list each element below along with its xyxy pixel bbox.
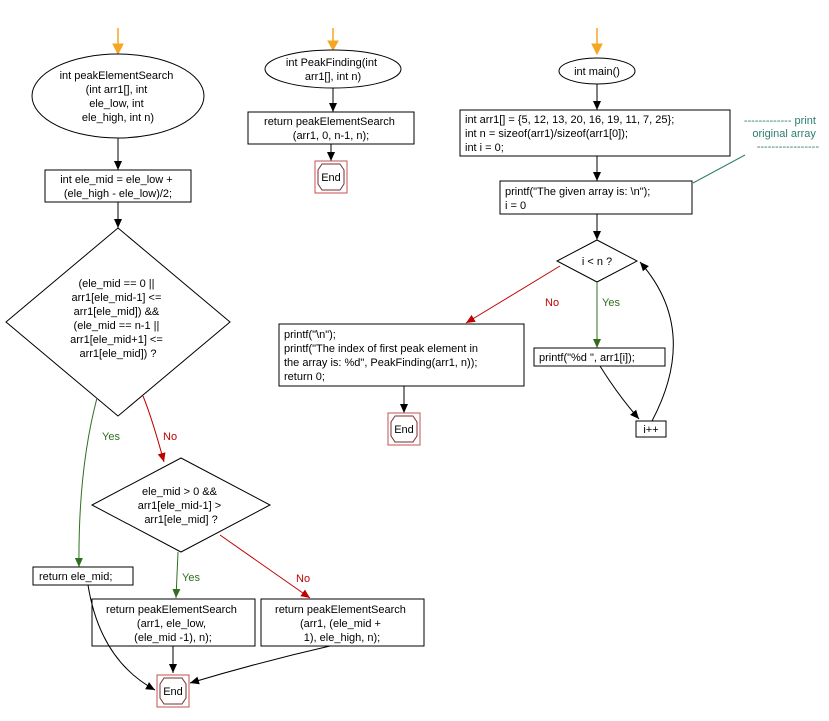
return-low-text: return peakElementSearch (arr1, ele_low,… xyxy=(106,604,240,644)
print-elem-text: printf("%d ", arr1[i]); xyxy=(539,352,635,364)
edge-print-elem-to-incr xyxy=(599,365,640,420)
cond2-yes-label: Yes xyxy=(182,572,200,584)
edge-cond1-no xyxy=(142,395,166,463)
print-original-array-note: ------------- print original array -----… xyxy=(744,115,819,153)
peak-return-text: return peakElementSearch (arr1, 0, n-1, … xyxy=(264,116,398,142)
return-high-box xyxy=(260,598,425,647)
cond1-text: (ele_mid == 0 || arr1[ele_mid-1] <= arr1… xyxy=(70,278,166,360)
cond2-text: ele_mid > 0 && arr1[ele_mid-1] > arr1[el… xyxy=(138,486,225,526)
start-arrow-middle xyxy=(327,28,339,52)
mid-calc-box xyxy=(44,169,192,203)
edge-loop-no xyxy=(465,265,561,324)
edge-cond2-no xyxy=(219,534,311,599)
peak-finding-start-text: int PeakFinding(int arr1[], int n) xyxy=(286,57,380,83)
print-header-text: printf("The given array is: \n"); i = 0 xyxy=(505,186,653,212)
return-mid-box xyxy=(32,566,134,586)
end-left: End xyxy=(156,674,190,708)
final-print-box xyxy=(278,323,525,387)
print-elem-box xyxy=(533,347,666,367)
return-mid-text: return ele_mid; xyxy=(39,571,112,583)
edge-return-mid-to-end xyxy=(87,584,156,691)
edge-return-high-to-end xyxy=(189,645,331,685)
end-right: End xyxy=(387,412,421,446)
edge-cond2-yes xyxy=(172,551,181,599)
start-arrow-right xyxy=(591,28,603,56)
mid-calc-text: int ele_mid = ele_low + (ele_high - ele_… xyxy=(60,174,176,200)
svg-text:End: End xyxy=(321,172,341,184)
loop-cond-text: i < n ? xyxy=(582,256,612,268)
incr-text: i++ xyxy=(643,424,658,436)
edge-incr-to-loop xyxy=(639,261,674,422)
cond1-yes-label: Yes xyxy=(102,431,120,443)
note-connector xyxy=(692,154,746,184)
print-header-box xyxy=(499,180,693,215)
cond2-diamond xyxy=(90,457,272,553)
init-text: int arr1[] = {5, 12, 13, 20, 16, 19, 11,… xyxy=(465,114,677,154)
edge-cond1-yes xyxy=(74,397,98,568)
loop-no-label: No xyxy=(545,297,559,309)
final-print-text: printf("\n"); printf("The index of first… xyxy=(284,329,481,383)
return-high-text: return peakElementSearch (arr1, (ele_mid… xyxy=(275,604,409,644)
svg-text:End: End xyxy=(163,686,183,698)
return-low-box xyxy=(91,598,256,647)
svg-text:End: End xyxy=(394,424,414,436)
incr-box xyxy=(635,420,667,438)
peak-return-box xyxy=(247,111,415,145)
start-arrow-left xyxy=(112,28,124,56)
cond1-no-label: No xyxy=(163,431,177,443)
cond2-no-label: No xyxy=(296,573,310,585)
init-box xyxy=(459,109,731,157)
peak-element-search-start xyxy=(31,53,205,139)
peak-element-search-start-text: int peakElementSearch (int arr1[], int e… xyxy=(60,70,177,124)
main-start-text: int main() xyxy=(574,66,620,78)
loop-yes-label: Yes xyxy=(602,297,620,309)
end-middle: End xyxy=(314,160,348,194)
cond1-diamond xyxy=(5,227,231,417)
